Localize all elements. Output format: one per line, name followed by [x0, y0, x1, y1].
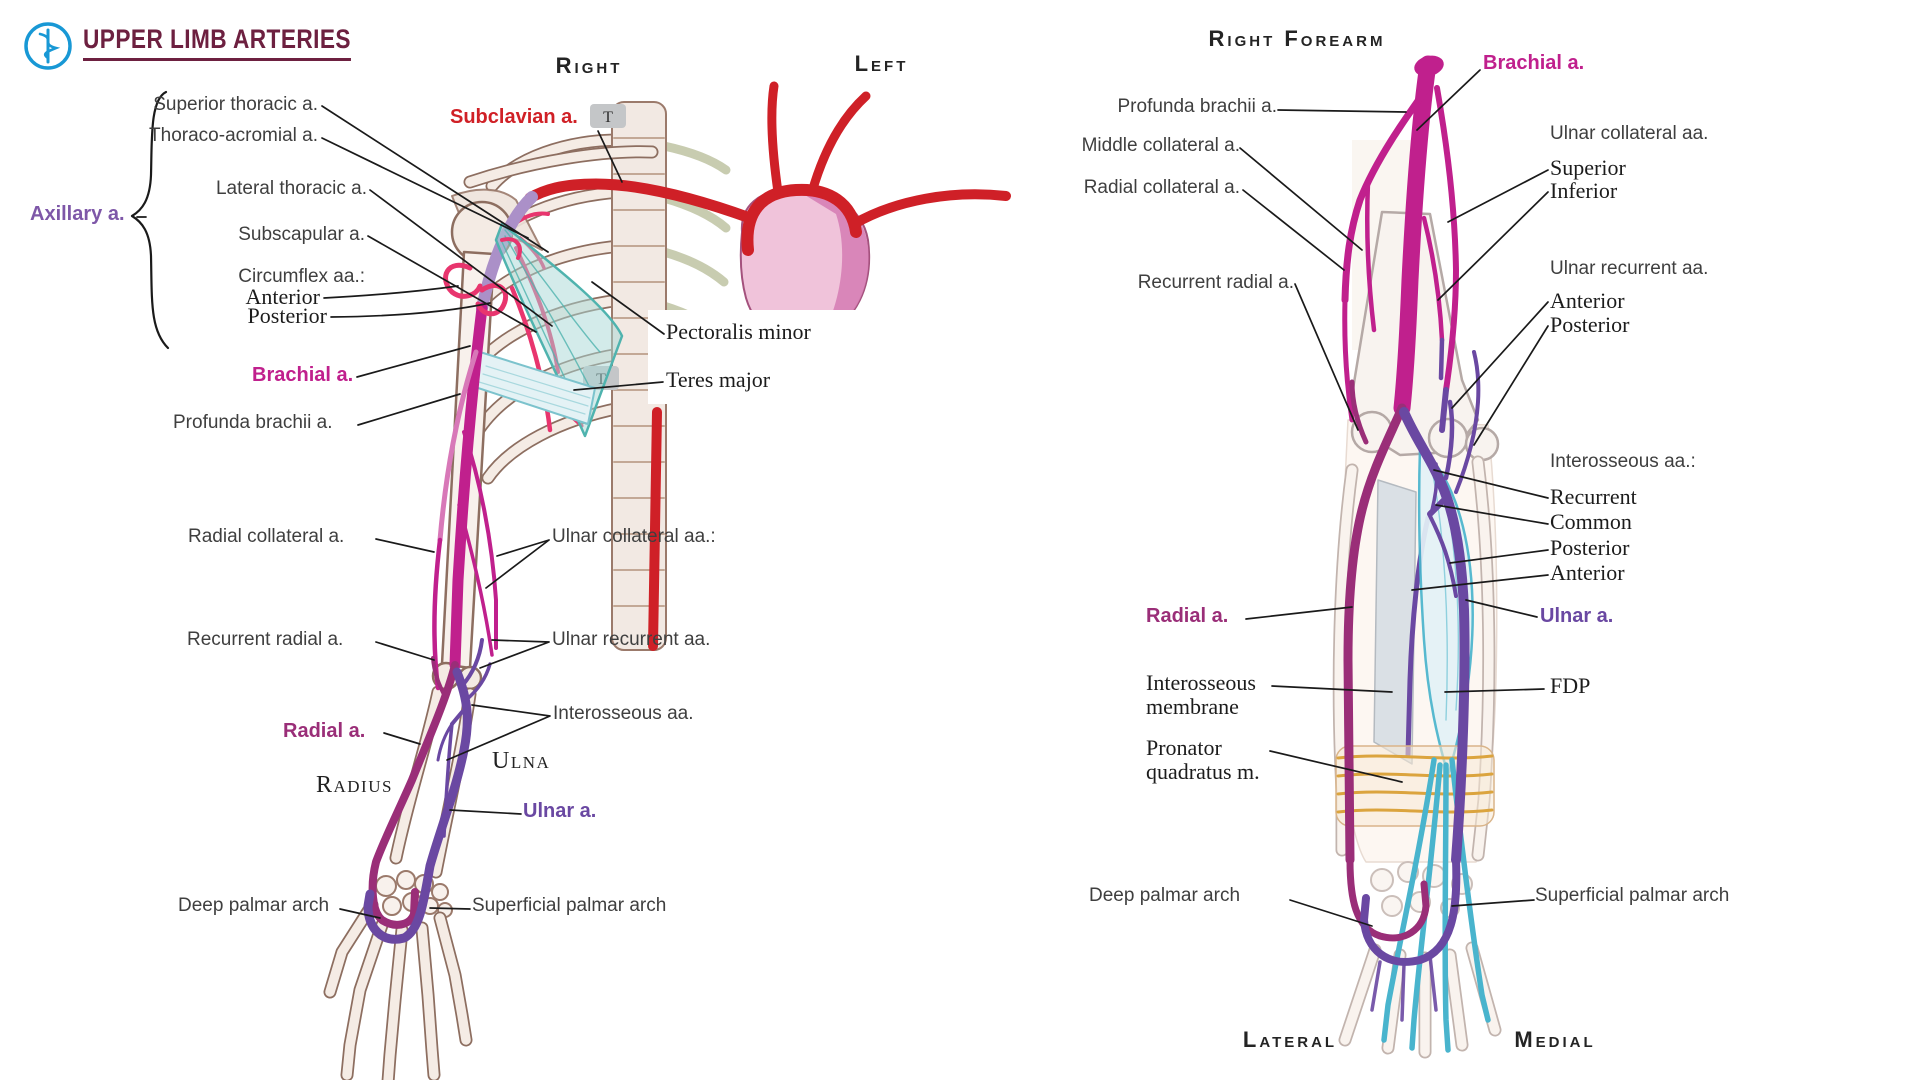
carotid-artery	[767, 81, 783, 197]
rod-of-asclepius-icon	[22, 20, 74, 72]
right-panel-title: Right Forearm	[1208, 26, 1386, 51]
label-rp-deep-palmar-arch: Deep palmar arch	[1089, 885, 1241, 906]
right-subclavian-artery	[524, 178, 756, 224]
label-rp-ulnar-recurrent-heading: Ulnar recurrent aa.	[1550, 258, 1709, 279]
label-rp-ulnar-recurrent-anterior: Anterior	[1550, 288, 1625, 313]
hand-skeleton	[323, 870, 473, 1080]
orientation-lateral: Lateral	[1242, 1027, 1338, 1052]
vertebra-tag-box	[590, 104, 626, 128]
posterior-interosseous-artery	[436, 722, 454, 762]
label-rp-interosseous-heading: Interosseous aa.:	[1550, 451, 1696, 472]
label-axillary: Axillary a.	[30, 203, 125, 225]
label-radial-collateral: Radial collateral a.	[188, 526, 345, 547]
label-superior-thoracic: Superior thoracic a.	[153, 94, 318, 115]
label-subclavian: Subclavian a.	[450, 106, 578, 128]
label-rp-interosseous-common: Common	[1550, 509, 1632, 534]
label-subscapular: Subscapular a.	[238, 224, 365, 245]
label-circumflex-posterior: Posterior	[247, 303, 327, 328]
superficial-palmar-arch	[1360, 856, 1461, 966]
pronator-quadratus-muscle	[1335, 745, 1495, 827]
ulnar-artery-and-superficial-palmar-arch	[363, 667, 472, 944]
label-rp-pronator-quadratus: Pronator quadratus m.	[1146, 735, 1260, 785]
inferior-ulnar-collateral-artery	[1421, 215, 1445, 343]
label-rp-ulnar-recurrent-posterior: Posterior	[1550, 312, 1630, 337]
right-panel-arteries	[1341, 55, 1481, 1022]
radial-artery-and-deep-palmar-arch	[368, 661, 459, 929]
label-superficial-palmar-arch: Superficial palmar arch	[472, 895, 667, 916]
label-rp-ulnar-collateral-heading: Ulnar collateral aa.	[1550, 123, 1709, 144]
subscapular-artery	[509, 285, 553, 433]
label-radius-bone: Radius	[316, 772, 393, 798]
label-ulnar: Ulnar a.	[523, 800, 597, 822]
label-rp-interosseous-recurrent: Recurrent	[1550, 484, 1637, 509]
label-ulna-bone: Ulna	[492, 748, 551, 774]
profunda-brachii-artery	[1341, 80, 1434, 304]
label-ulnar-recurrent: Ulnar recurrent aa.	[552, 629, 711, 650]
left-subclavian-artery	[849, 189, 1011, 229]
arm-arteries	[363, 237, 522, 944]
label-rp-fdp: FDP	[1550, 673, 1591, 698]
label-circumflex: Circumflex aa.:	[238, 266, 365, 287]
right-panel-leader-lines	[1239, 69, 1549, 927]
label-pectoralis-minor: Pectoralis minor	[666, 319, 811, 344]
descending-aorta	[648, 407, 662, 651]
common-interosseous-artery	[450, 710, 464, 726]
middle-collateral-artery	[1365, 179, 1377, 333]
label-rp-superficial-palmar-arch: Superficial palmar arch	[1535, 885, 1730, 906]
left-panel-leader-lines	[130, 90, 665, 919]
radial-collateral-artery	[1342, 297, 1355, 423]
vertebra-tag-upper: T	[603, 109, 613, 126]
recurrent-interosseous-artery	[1430, 462, 1439, 512]
label-rp-radial-collateral: Radial collateral a.	[1083, 177, 1240, 198]
orientation-medial: Medial	[1514, 1027, 1596, 1052]
ulnar-artery	[1399, 407, 1470, 865]
page-title: UPPER LIMB ARTERIES	[83, 24, 351, 61]
label-interosseous: Interosseous aa.	[553, 703, 694, 724]
label-rp-profunda-brachii: Profunda brachii a.	[1117, 96, 1278, 117]
digital-branches	[1370, 954, 1438, 1022]
label-rp-ulnar-collateral-superior: Superior	[1550, 155, 1626, 180]
superior-ulnar-collateral-artery	[462, 430, 498, 650]
recurrent-radial-artery	[1349, 379, 1369, 445]
inferior-ulnar-collateral-artery	[457, 503, 494, 657]
label-rp-ulnar-collateral-inferior: Inferior	[1550, 178, 1618, 203]
brachial-artery	[1393, 55, 1437, 417]
label-lateral-thoracic: Lateral thoracic a.	[215, 178, 367, 199]
label-ulnar-collateral: Ulnar collateral aa.:	[552, 526, 716, 547]
label-rp-recurrent-radial: Recurrent radial a.	[1137, 272, 1294, 293]
label-teres-major: Teres major	[666, 367, 771, 392]
axillary-brace	[130, 90, 170, 350]
label-circumflex-anterior: Anterior	[245, 284, 320, 309]
side-header-left: Left	[854, 51, 909, 76]
radial-artery	[1343, 403, 1407, 865]
label-backdrop	[648, 310, 898, 404]
muscles	[471, 222, 624, 438]
right-forearm-panel-art	[1239, 55, 1549, 1059]
label-rp-brachial: Brachial a.	[1483, 52, 1585, 74]
label-brachial: Brachial a.	[252, 364, 354, 386]
label-rp-ulnar: Ulnar a.	[1540, 605, 1614, 627]
carotid-artery	[807, 91, 871, 197]
superior-ulnar-collateral-artery	[1434, 85, 1459, 393]
circumflex-humeral-arteries	[443, 237, 522, 317]
label-radial: Radial a.	[283, 720, 366, 742]
label-rp-middle-collateral: Middle collateral a.	[1081, 135, 1240, 156]
posterior-ulnar-recurrent-artery	[1454, 350, 1481, 494]
label-rp-interosseous-posterior: Posterior	[1550, 535, 1630, 560]
label-profunda-brachii: Profunda brachii a.	[173, 412, 333, 433]
label-rp-interosseous-membrane: Interosseous membrane	[1146, 670, 1256, 720]
heart-and-great-vessels	[524, 81, 1011, 343]
label-rp-interosseous-anterior: Anterior	[1550, 560, 1625, 585]
label-deep-palmar-arch: Deep palmar arch	[178, 895, 330, 916]
side-header-right: Right	[555, 53, 623, 78]
anterior-ulnar-recurrent-artery	[1443, 399, 1455, 481]
deep-palmar-arch	[1346, 856, 1430, 942]
label-rp-radial: Radial a.	[1146, 605, 1229, 627]
label-thoraco-acromial: Thoraco-acromial a.	[149, 125, 318, 146]
label-recurrent-radial: Recurrent radial a.	[187, 629, 344, 650]
profunda-brachii-artery	[437, 349, 479, 543]
